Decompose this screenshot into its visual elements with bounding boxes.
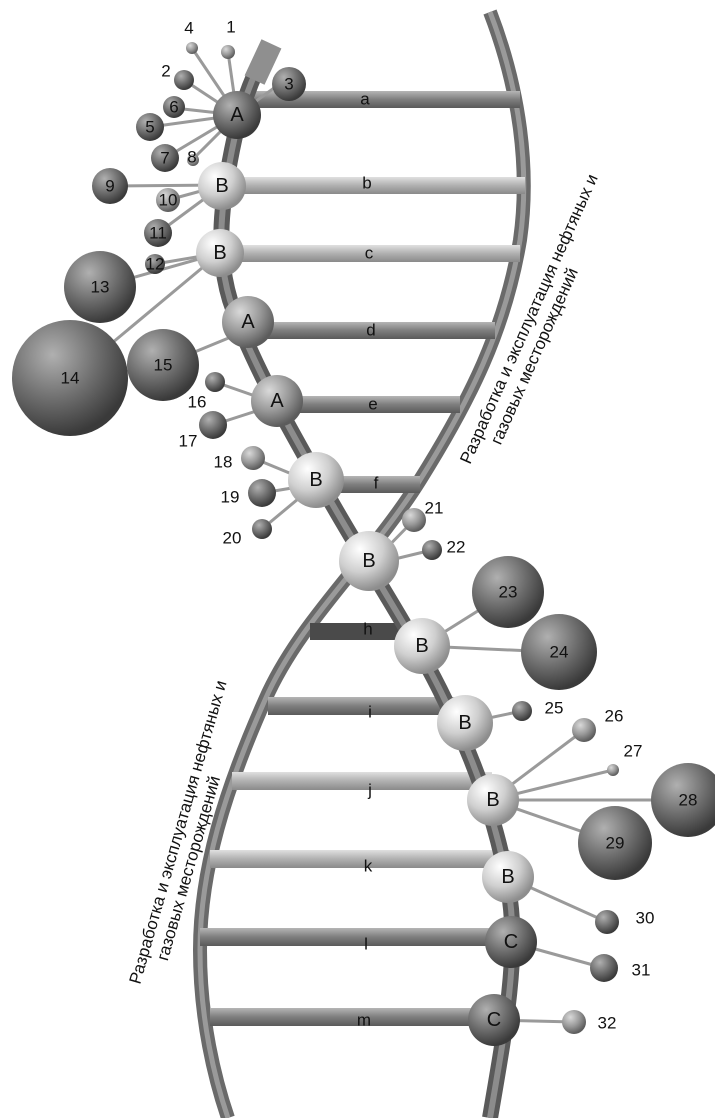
bubble-label-14: 14 [61,369,80,388]
node-label-11: B [501,866,514,888]
rung-label-c: c [365,244,374,263]
bubble-label-31: 31 [632,961,651,980]
bubble-label-27: 27 [624,742,643,761]
rung-k [210,850,510,868]
bubble-label-20: 20 [223,529,242,548]
bubble-1 [221,45,235,59]
node-label-3: B [213,242,226,264]
bubble-21 [402,508,426,532]
rung-label-h: h [363,620,372,639]
bubble-label-12: 12 [146,255,165,274]
bubble-label-30: 30 [636,909,655,928]
node-label-10: B [486,789,499,811]
bubble-25 [512,701,532,721]
rung-m [210,1008,500,1026]
node-label-4: A [241,311,255,333]
bubble-label-19: 19 [221,488,240,507]
bubble-label-13: 13 [91,278,110,297]
bubble-label-22: 22 [447,538,466,557]
rung-label-f: f [374,474,379,493]
bubble-label-1: 1 [226,18,235,37]
bubble-31 [590,954,618,982]
rung-j [232,772,492,790]
bubble-2 [174,70,194,90]
bubble-label-5: 5 [145,118,154,137]
node-label-9: B [458,712,471,734]
node-label-6: B [309,469,322,491]
bubble-label-25: 25 [545,699,564,718]
bubble-label-21: 21 [425,499,444,518]
rung-label-l: l [364,935,368,954]
rung-label-a: a [360,90,370,109]
node-label-7: B [362,550,375,572]
bubble-label-16: 16 [188,393,207,412]
bubble-label-11: 11 [149,224,167,243]
bubble-label-28: 28 [679,791,698,810]
bubble-label-6: 6 [169,98,178,117]
bubble-4 [186,42,198,54]
bubble-label-15: 15 [154,356,173,375]
rung-label-j: j [367,781,372,800]
node-label-1: A [230,104,244,126]
bubble-label-23: 23 [499,583,518,602]
bubble-20 [252,519,272,539]
bubble-16 [205,372,225,392]
bubble-18 [241,446,265,470]
bubble-label-4: 4 [184,19,193,38]
bubble-label-32: 32 [598,1014,617,1033]
bubble-label-7: 7 [160,149,169,168]
bubble-label-24: 24 [550,643,569,662]
bubble-label-18: 18 [214,453,233,472]
rung-label-b: b [362,174,371,193]
bubble-label-2: 2 [161,62,170,81]
node-label-2: B [215,175,228,197]
bubble-22 [422,540,442,560]
bubble-label-3: 3 [284,75,293,94]
node-label-13: C [487,1009,501,1031]
rung-label-m: m [357,1011,371,1030]
node-label-5: A [270,390,284,412]
bubble-27 [607,764,619,776]
rung-label-d: d [366,321,375,340]
bubble-label-29: 29 [606,834,625,853]
bubble-label-17: 17 [179,432,198,451]
rung-b [225,177,525,194]
node-label-12: C [504,931,518,953]
bubble-label-10: 10 [159,191,178,210]
bubble-label-9: 9 [105,177,114,196]
bubble-32 [562,1010,586,1034]
rung-l [200,928,515,946]
rung-label-i: i [368,703,372,722]
node-label-8: B [415,635,428,657]
bubble-label-26: 26 [605,707,624,726]
bubble-19 [248,479,276,507]
bubble-17 [199,411,227,439]
rung-label-k: k [364,857,373,876]
rung-label-e: e [368,395,377,414]
bubble-26 [572,718,596,742]
bubble-label-8: 8 [187,148,196,167]
bubble-30 [595,910,619,934]
